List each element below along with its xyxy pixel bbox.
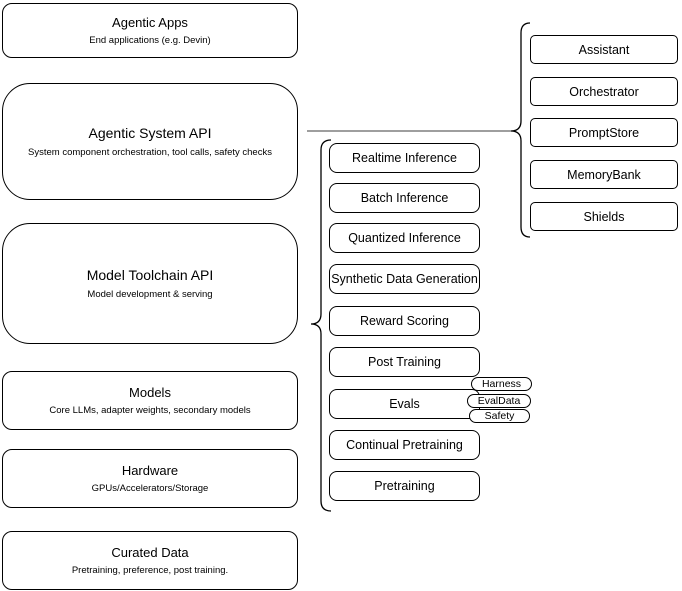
- toolchain-item: Quantized Inference: [329, 223, 480, 253]
- layer-agentic-apps: Agentic Apps End applications (e.g. Devi…: [2, 3, 298, 58]
- layer-model-toolchain-api: Model Toolchain API Model development & …: [2, 223, 298, 344]
- system-component-item: Assistant: [530, 35, 678, 64]
- layer-subtitle: System component orchestration, tool cal…: [28, 146, 272, 158]
- system-component-item: Shields: [530, 202, 678, 231]
- toolchain-item: Batch Inference: [329, 183, 480, 213]
- system-component-item: PromptStore: [530, 118, 678, 147]
- layer-title: Curated Data: [111, 544, 189, 560]
- toolchain-item: Continual Pretraining: [329, 430, 480, 460]
- layer-models: Models Core LLMs, adapter weights, secon…: [2, 371, 298, 430]
- system-components-brace: [510, 22, 531, 238]
- system-component-item: MemoryBank: [530, 160, 678, 189]
- layer-subtitle: Model development & serving: [87, 288, 213, 300]
- layer-agentic-system-api: Agentic System API System component orch…: [2, 83, 298, 200]
- toolchain-item: Pretraining: [329, 471, 480, 501]
- toolchain-brace: [310, 139, 332, 512]
- layer-title: Agentic System API: [88, 125, 212, 142]
- evals-tag: Harness: [471, 377, 532, 391]
- layer-subtitle: End applications (e.g. Devin): [89, 34, 211, 46]
- layer-subtitle: Pretraining, preference, post training.: [71, 564, 229, 576]
- toolchain-item: Post Training: [329, 347, 480, 377]
- system-component-item: Orchestrator: [530, 77, 678, 106]
- layer-title: Models: [129, 384, 171, 400]
- layer-title: Agentic Apps: [112, 14, 188, 30]
- toolchain-item: Reward Scoring: [329, 306, 480, 336]
- layer-subtitle: GPUs/Accelerators/Storage: [91, 482, 209, 494]
- layer-title: Model Toolchain API: [86, 267, 214, 284]
- evals-tag: EvalData: [467, 394, 531, 408]
- layer-subtitle: Core LLMs, adapter weights, secondary mo…: [49, 404, 251, 416]
- toolchain-item: Realtime Inference: [329, 143, 480, 173]
- layer-hardware: Hardware GPUs/Accelerators/Storage: [2, 449, 298, 508]
- toolchain-item-evals: Evals: [329, 389, 480, 419]
- layer-curated-data: Curated Data Pretraining, preference, po…: [2, 531, 298, 590]
- evals-tag: Safety: [469, 409, 530, 423]
- layer-title: Hardware: [121, 462, 179, 478]
- toolchain-item: Synthetic Data Generation: [329, 264, 480, 294]
